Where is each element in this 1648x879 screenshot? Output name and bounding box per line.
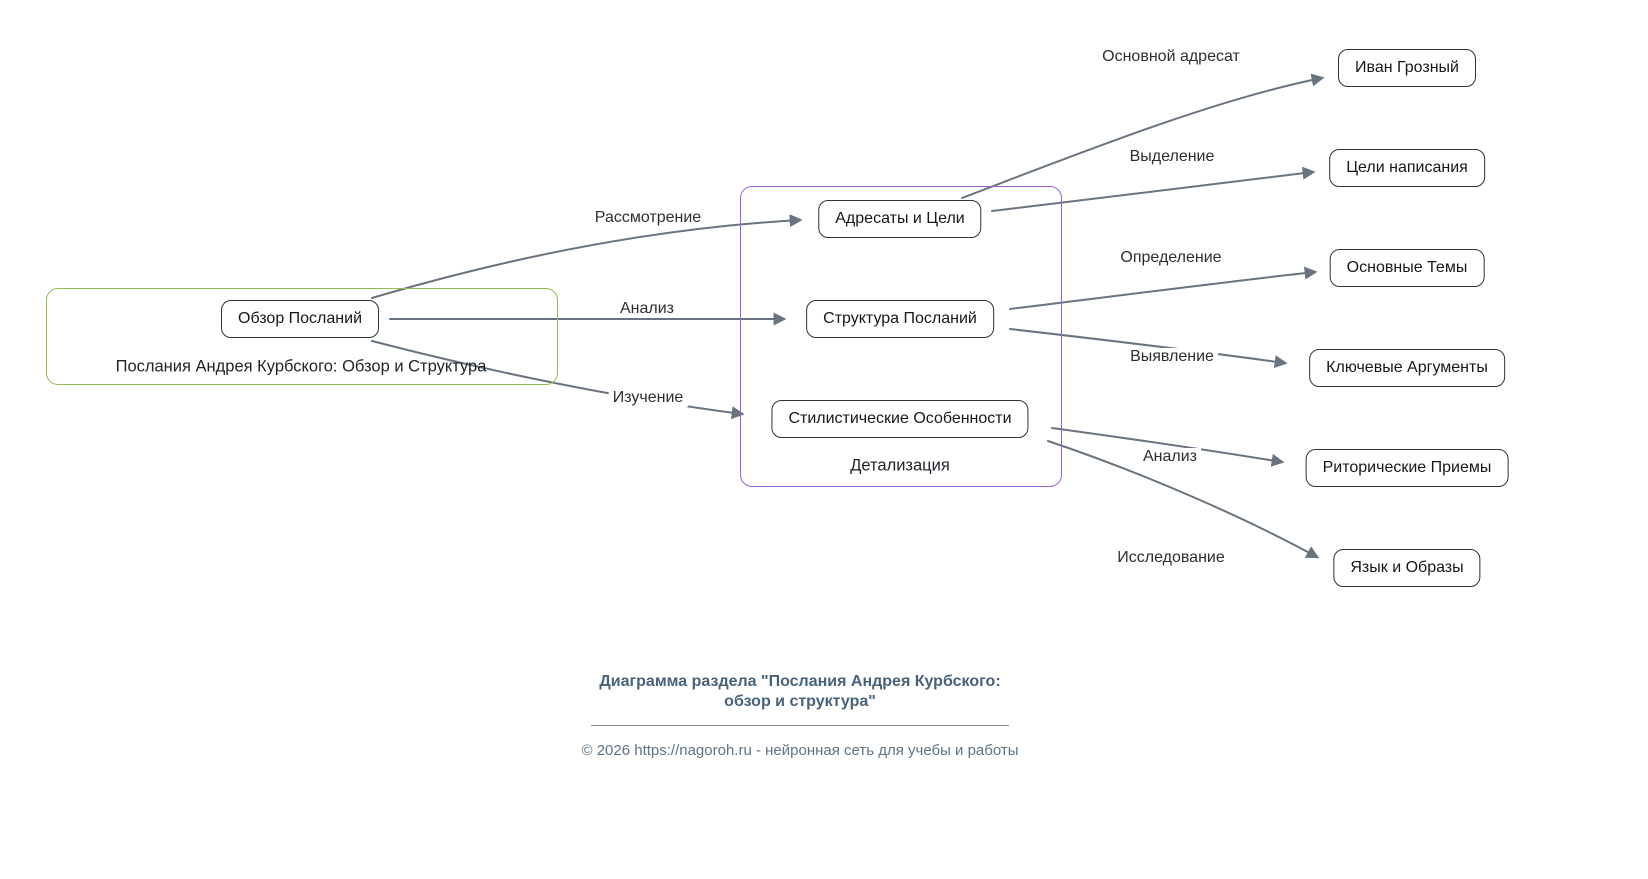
edge-obzor-stilistika [371, 340, 745, 420]
group-root-label: Послания Андрея Курбского: Обзор и Струк… [115, 357, 487, 376]
node-yazyk-i-obrazy: Язык и Образы [1333, 549, 1481, 587]
node-struktura-poslaniy: Структура Посланий [806, 300, 994, 338]
group-detail-container [740, 186, 1062, 487]
edge-label-rassmotrenie: Рассмотрение [590, 209, 706, 227]
edge-stilistika-yazyk [1047, 440, 1320, 559]
node-osnovnye-temy: Основные Темы [1329, 249, 1485, 287]
node-klyuchevye-argumenty: Ключевые Аргументы [1309, 349, 1505, 387]
copyright-text: © 2026 https://nagoroh.ru - нейронная се… [581, 742, 1019, 759]
edge-label-issledovanie: Исследование [1113, 549, 1229, 567]
edge-label-analiz-1: Анализ [615, 300, 679, 318]
footer: Диаграмма раздела "Послания Андрея Курбс… [460, 672, 1140, 759]
edge-label-osnovnoy-adresat: Основной адресат [1098, 48, 1244, 66]
group-root-container [46, 288, 558, 385]
node-stilisticheskie-osobennosti: Стилистические Особенности [771, 400, 1029, 438]
edge-label-opredelenie: Определение [1116, 249, 1226, 267]
edge-struktura-argumenty [1009, 328, 1288, 369]
edge-stilistika-priemy [1051, 427, 1285, 467]
edge-label-vyyavlenie: Выявление [1126, 348, 1218, 366]
edge-label-analiz-2: Анализ [1138, 448, 1202, 466]
node-adresaty-i-celi: Адресаты и Цели [818, 200, 982, 238]
node-celi-napisaniya: Цели написания [1329, 149, 1485, 187]
node-obzor-poslaniy: Обзор Посланий [221, 300, 379, 338]
edge-struktura-temy [1009, 266, 1318, 310]
diagram-caption: Диаграмма раздела "Послания Андрея Курбс… [599, 673, 1001, 710]
edge-adresaty-ivan [961, 73, 1325, 199]
edge-label-vydelenie: Выделение [1125, 148, 1219, 166]
node-ritoricheskie-priemy: Риторические Приемы [1305, 449, 1509, 487]
group-detail-label: Детализация [850, 456, 950, 475]
node-ivan-groznyy: Иван Грозный [1338, 49, 1476, 87]
edge-adresaty-celi [991, 166, 1316, 212]
footer-divider [591, 725, 1009, 726]
edge-label-izuchenie: Изучение [608, 389, 688, 407]
edge-obzor-adresaty [371, 214, 803, 299]
